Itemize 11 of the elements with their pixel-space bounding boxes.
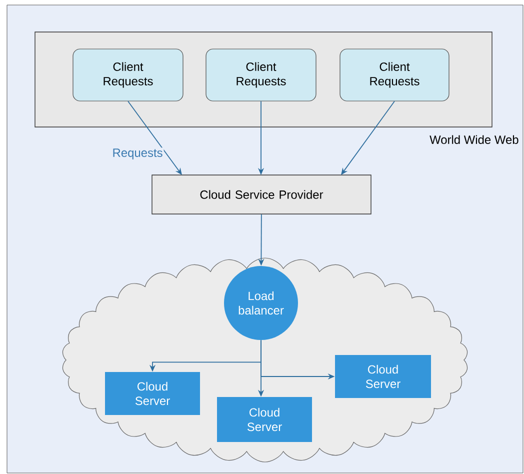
server-box: Cloud Server xyxy=(217,397,312,442)
arrow xyxy=(128,100,182,175)
client-box: Client Requests xyxy=(206,48,316,102)
server-box: Cloud Server xyxy=(335,355,431,398)
server-box: Cloud Server xyxy=(105,372,200,415)
client-box: Client Requests xyxy=(72,48,184,102)
client-box: Client Requests xyxy=(340,48,450,102)
edge-label: Requests xyxy=(113,148,162,160)
arrow xyxy=(341,100,395,175)
heading: World Wide Web xyxy=(430,135,518,144)
process-box: Cloud Service Provider xyxy=(152,174,372,214)
